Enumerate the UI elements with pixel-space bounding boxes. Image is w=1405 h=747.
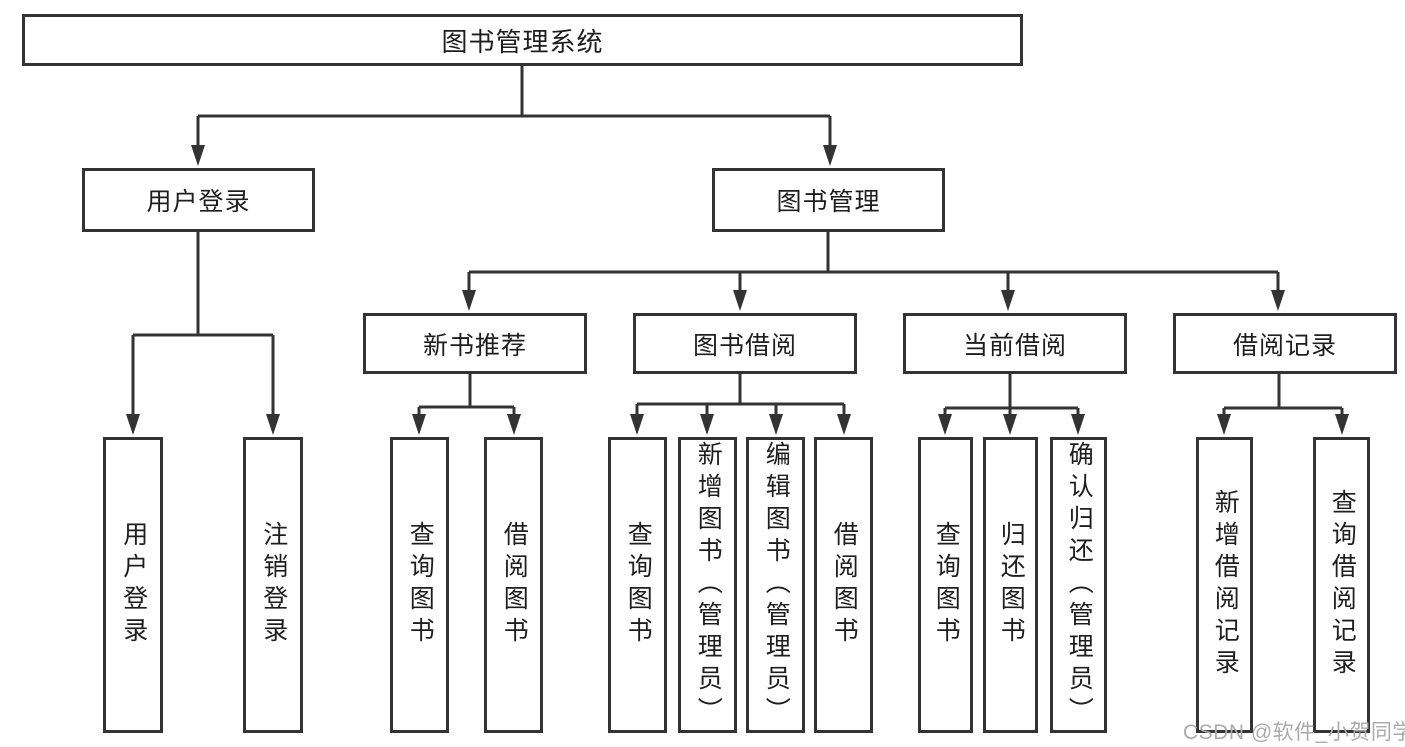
leaf-records-query-record: 查询借阅记录 [1313, 437, 1370, 733]
leaf-current-confirm-return-admin: 确认归还（管理员） [1050, 437, 1107, 733]
node-current-borrow: 当前借阅 [903, 313, 1127, 374]
node-book-management: 图书管理 [712, 168, 945, 232]
leaf-logout: 注销登录 [243, 437, 303, 733]
leaf-current-return-books: 归还图书 [983, 437, 1038, 733]
leaf-borrow-add-books-admin: 新增图书（管理员） [678, 437, 737, 733]
node-user-login: 用户登录 [82, 168, 315, 232]
leaf-borrow-borrow-books-label: 借阅图书 [830, 521, 859, 649]
leaf-borrow-edit-books-admin: 编辑图书（管理员） [746, 437, 805, 733]
node-new-book-recommend: 新书推荐 [363, 313, 587, 374]
leaf-current-query-books-label: 查询图书 [932, 521, 961, 649]
leaf-user-login: 用户登录 [103, 437, 163, 733]
leaf-newbook-borrow-books-label: 借阅图书 [500, 521, 529, 649]
leaf-borrow-query-books: 查询图书 [608, 437, 667, 733]
leaf-borrow-add-books-admin-label: 新增图书（管理员） [694, 441, 723, 729]
leaf-records-query-record-label: 查询借阅记录 [1328, 489, 1357, 681]
leaf-records-add-record: 新增借阅记录 [1196, 437, 1253, 733]
node-borrow-records: 借阅记录 [1173, 313, 1397, 374]
leaf-records-add-record-label: 新增借阅记录 [1211, 489, 1240, 681]
leaf-borrow-query-books-label: 查询图书 [624, 521, 653, 649]
node-book-borrow: 图书借阅 [633, 313, 857, 374]
leaf-user-login-label: 用户登录 [119, 521, 148, 649]
arrowheads [126, 145, 1349, 435]
leaf-current-return-books-label: 归还图书 [997, 521, 1026, 649]
leaf-logout-label: 注销登录 [259, 521, 288, 649]
leaf-current-confirm-return-admin-label: 确认归还（管理员） [1065, 441, 1094, 729]
leaf-newbook-borrow-books: 借阅图书 [484, 437, 543, 733]
leaf-borrow-borrow-books: 借阅图书 [814, 437, 873, 733]
leaf-current-query-books: 查询图书 [918, 437, 973, 733]
leaf-borrow-edit-books-admin-label: 编辑图书（管理员） [762, 441, 791, 729]
leaf-newbook-query-books: 查询图书 [390, 437, 449, 733]
watermark: CSDN @软件_小贺同学 [1183, 721, 1405, 744]
node-library-management-system: 图书管理系统 [22, 14, 1023, 66]
leaf-newbook-query-books-label: 查询图书 [406, 521, 435, 649]
